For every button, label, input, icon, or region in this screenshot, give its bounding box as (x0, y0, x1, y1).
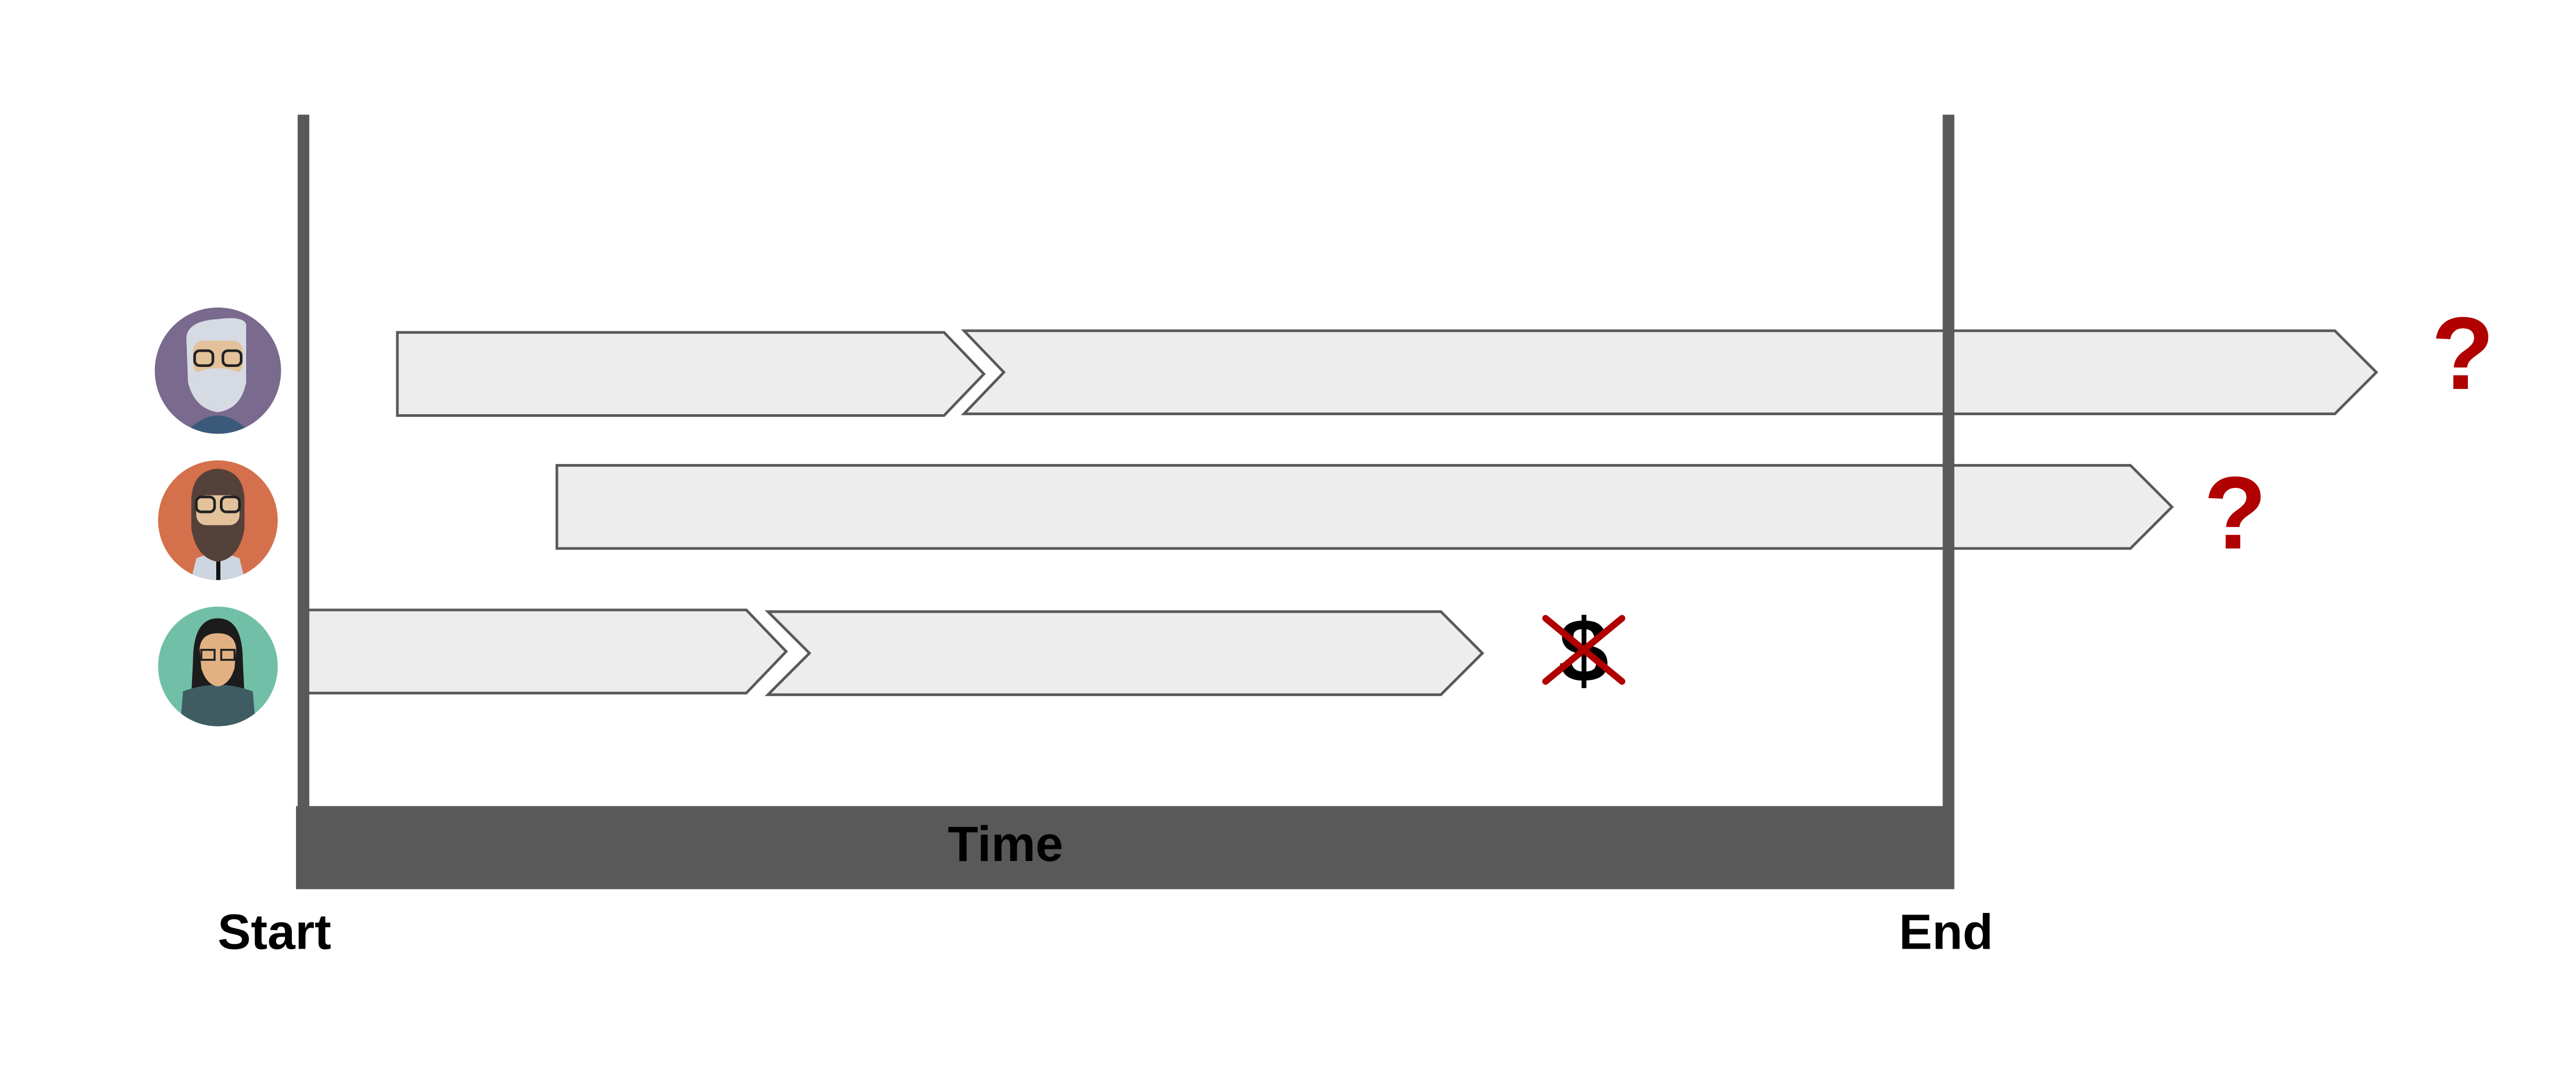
row1-phase1-arrow (396, 331, 986, 417)
question-mark-icon: ? (2204, 455, 2267, 571)
start-axis-line (298, 114, 310, 813)
end-label: End (1899, 905, 1993, 960)
avatar-older-man (154, 307, 281, 434)
crossed-dollar-icon: $ (1542, 601, 1625, 701)
row1-phase2-arrow (960, 329, 2379, 415)
end-axis-line (1942, 114, 1955, 813)
time-bar (295, 806, 1955, 889)
avatar-bearded-man (158, 460, 278, 580)
time-label: Time (948, 816, 1063, 872)
row2-arrow (555, 464, 2174, 550)
question-mark-icon: ? (2431, 296, 2494, 411)
row3-phase1-arrow (304, 608, 788, 695)
avatar-woman (158, 606, 278, 727)
start-label: Start (218, 905, 331, 960)
row3-phase2-arrow (764, 610, 1484, 696)
